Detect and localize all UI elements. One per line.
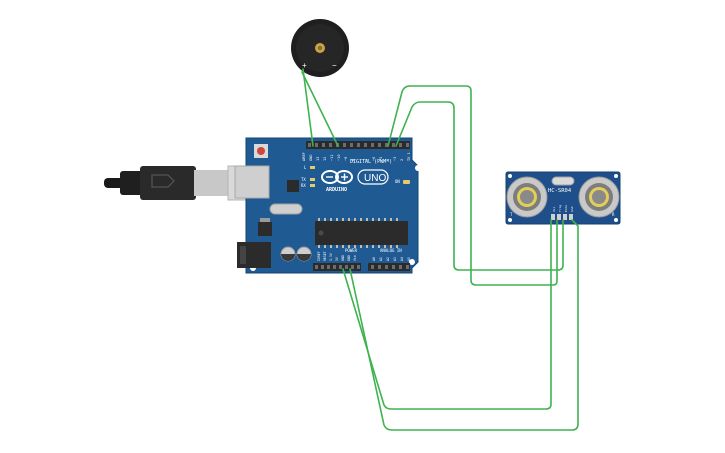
pin-label-gnd: GND bbox=[309, 155, 313, 162]
arduino-uno-board[interactable]: AREF GND 13 12 ~11 ~10 ~9 8 7 ~6 ~5 4 ~3… bbox=[234, 137, 421, 274]
power-header bbox=[313, 263, 361, 271]
pin-label-d1: TX 1 bbox=[407, 152, 411, 161]
pin-label-reset: RESET bbox=[323, 251, 327, 261]
arduino-infinity-icon bbox=[321, 170, 353, 184]
pin-label-d13: 13 bbox=[316, 157, 320, 161]
power-header-label: POWER bbox=[345, 248, 358, 253]
sensor-pin-trig: Trig bbox=[558, 205, 562, 212]
usb-cable-icon bbox=[151, 174, 175, 188]
analog-header-label: ANALOG IN bbox=[380, 248, 402, 253]
transmitter-transducer bbox=[506, 176, 548, 218]
sensor-corner-right: R bbox=[612, 212, 615, 217]
board-brand: ARDUINO bbox=[326, 187, 347, 193]
mount-hole bbox=[415, 165, 421, 171]
pin-label-d11: ~11 bbox=[330, 155, 334, 162]
pin-label-a1: A1 bbox=[379, 257, 383, 261]
led-rx bbox=[310, 184, 315, 187]
buzzer-minus-label: − bbox=[332, 61, 337, 70]
pin-label-3v3: 3.3V bbox=[329, 253, 333, 261]
wire-buzzer-minus[interactable] bbox=[301, 71, 339, 147]
wire-gnd[interactable] bbox=[349, 219, 579, 431]
sensor-pin-vcc: Vcc bbox=[552, 206, 556, 212]
pin-label-d12: 12 bbox=[323, 157, 327, 161]
pin-label-a2: A2 bbox=[386, 257, 390, 261]
pin-label-d3: ~3 bbox=[393, 157, 397, 161]
mount-hole bbox=[409, 259, 415, 265]
pin-label-d10: ~10 bbox=[337, 155, 341, 162]
led-tx bbox=[310, 178, 315, 181]
pin-label-vin: Vin bbox=[353, 255, 357, 261]
pin-label-a0: A0 bbox=[372, 257, 376, 261]
sensor-crystal bbox=[551, 176, 575, 186]
led-on bbox=[403, 180, 410, 184]
pin-label-d4: 4 bbox=[386, 159, 390, 161]
model-badge bbox=[357, 169, 389, 185]
pin-label-d9: ~9 bbox=[344, 157, 348, 161]
pin-label-d8: 8 bbox=[351, 159, 355, 161]
digital-header-label: DIGITAL (PWM~) bbox=[350, 159, 392, 165]
pin-label-gnd2: GND bbox=[347, 255, 351, 261]
pin-label-d7: 7 bbox=[365, 159, 369, 161]
voltage-regulator bbox=[258, 222, 272, 236]
usb-chip bbox=[287, 180, 299, 192]
hc-sr04-sensor[interactable]: HC-SR04 T R Vcc Trig Echo Gnd bbox=[505, 171, 621, 225]
pin-label-gnd1: GND bbox=[341, 255, 345, 261]
wire-vcc[interactable] bbox=[342, 219, 552, 410]
sensor-pin-echo: Echo bbox=[564, 205, 568, 212]
pin-label-d0: RX 0 bbox=[413, 152, 417, 161]
led-label-l: L bbox=[304, 165, 307, 170]
led-l bbox=[310, 166, 315, 169]
wire-trig[interactable] bbox=[387, 85, 558, 286]
sensor-label: HC-SR04 bbox=[548, 188, 572, 194]
pin-label-d5: ~5 bbox=[379, 157, 383, 161]
usb-jack bbox=[234, 165, 270, 199]
analog-header bbox=[368, 263, 410, 271]
buzzer-plus-label: + bbox=[302, 61, 307, 70]
wire-buzzer-plus[interactable] bbox=[302, 68, 314, 147]
pin-label-d2: 2 bbox=[400, 159, 404, 161]
sensor-pin-gnd: Gnd bbox=[570, 206, 574, 212]
sensor-corner-left: T bbox=[510, 212, 513, 217]
led-label-tx: TX bbox=[301, 177, 306, 182]
wire-echo[interactable] bbox=[395, 101, 564, 271]
board-model: UNO bbox=[364, 173, 386, 184]
pin-label-5v: 5V bbox=[335, 257, 339, 261]
pin-label-d6: ~6 bbox=[372, 157, 376, 161]
pin-label-aref: AREF bbox=[302, 152, 306, 161]
pin-label-ioref: IOREF bbox=[317, 251, 321, 261]
led-label-rx: RX bbox=[301, 183, 306, 188]
pin-label-a5: A5 bbox=[407, 257, 411, 261]
piezo-buzzer[interactable]: + − bbox=[291, 19, 349, 77]
wires bbox=[301, 68, 579, 431]
crystal bbox=[269, 203, 303, 215]
atmega-chip bbox=[315, 218, 408, 248]
led-label-on: ON bbox=[395, 179, 400, 184]
pin-label-a3: A3 bbox=[393, 257, 397, 261]
receiver-transducer bbox=[578, 176, 620, 218]
pin-label-a4: A4 bbox=[400, 257, 404, 261]
